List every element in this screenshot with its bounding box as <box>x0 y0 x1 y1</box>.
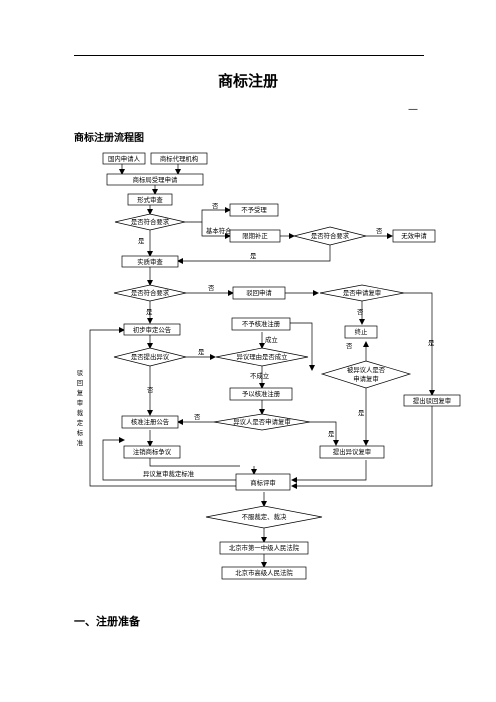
node-deadline-fix <box>229 229 281 243</box>
node-reject-accept <box>229 203 279 217</box>
svg-text:标: 标 <box>77 428 84 437</box>
decision-meets-req-1 <box>114 213 186 231</box>
decision-opp-review <box>213 413 311 431</box>
node-office-accept <box>106 173 204 186</box>
node-terminate <box>344 325 378 339</box>
label-court-1: 北京市第一中级人民法院 <box>229 543 300 552</box>
label-substantive-review: 实质审查 <box>137 257 163 266</box>
node-reject-app <box>232 286 286 300</box>
flowchart-heading: 商标注册流程图 <box>74 133 144 144</box>
label-cancel-dispute: 注销商标争议 <box>133 447 172 456</box>
label-yes-7: 是 <box>328 430 335 438</box>
svg-text:审: 审 <box>77 398 83 407</box>
node-domestic-applicant <box>102 152 146 165</box>
label-meets-req-2: 是否符合要求 <box>311 231 350 240</box>
node-reject-review-req <box>403 394 461 407</box>
label-basic-meets: 基本符合 <box>206 226 232 235</box>
decision-opposition <box>113 347 187 367</box>
node-agency <box>150 152 208 165</box>
label-prelim-announce: 初步审定公告 <box>133 325 172 334</box>
decision-meets-req-2 <box>293 226 367 246</box>
node-invalid-app <box>392 229 436 243</box>
label-opponent-review-2: 申请复审 <box>353 374 379 383</box>
label-yes-3: 是 <box>428 339 435 347</box>
svg-text:定: 定 <box>77 418 84 427</box>
svg-text:准: 准 <box>77 438 84 447</box>
label-invalid-app: 无效申请 <box>401 231 427 240</box>
label-court-2: 北京市高级人民法院 <box>235 568 293 577</box>
node-tm-review <box>235 473 291 491</box>
decision-meets-req-3 <box>113 284 187 302</box>
label-opposition: 是否提出异议 <box>131 352 170 361</box>
decision-disagree-appeal <box>205 505 323 529</box>
label-reject-accept: 不予受理 <box>241 205 267 214</box>
label-opponent-review-1: 被异议人是否 <box>347 365 386 374</box>
label-no-1: 否 <box>212 202 219 210</box>
label-no-7: 否 <box>194 413 201 421</box>
label-opp-review: 异议人是否申请复审 <box>233 417 291 426</box>
node-court-1 <box>219 541 309 555</box>
label-opp-review-req: 提出异议复审 <box>333 447 371 456</box>
label-yes-4: 是 <box>146 308 153 316</box>
label-deadline-fix: 限期补正 <box>242 231 268 240</box>
decision-reason <box>215 347 309 367</box>
svg-text:回: 回 <box>77 379 83 387</box>
label-yes-5: 是 <box>198 348 205 356</box>
node-reg-announce <box>121 415 179 429</box>
header-rule <box>74 55 424 56</box>
flowchart-connectors <box>89 164 435 568</box>
svg-text:复: 复 <box>77 388 84 397</box>
label-no-4: 否 <box>357 308 364 316</box>
decision-opponent-review <box>320 360 412 389</box>
label-no-2: 否 <box>376 227 383 235</box>
node-substantive-review <box>121 255 179 268</box>
label-no-5: 否 <box>346 342 353 350</box>
label-no-3: 否 <box>208 284 215 292</box>
node-cancel-dispute <box>123 445 181 459</box>
label-formal-review: 形式审查 <box>137 195 163 204</box>
reject-review-vertical-label: 驳 回 复 审 裁 定 标 准 <box>77 369 84 447</box>
label-not-established: 不成立 <box>250 371 270 380</box>
label-reason: 异议理由是否成立 <box>236 352 288 361</box>
label-approve-reg: 予以核准注册 <box>242 389 281 398</box>
header-dash: — <box>408 104 418 115</box>
node-court-2 <box>221 566 307 580</box>
label-no-6: 否 <box>147 386 154 394</box>
svg-text:裁: 裁 <box>77 408 84 417</box>
label-established: 成立 <box>265 335 278 344</box>
label-not-approved: 不予核准注册 <box>242 319 281 328</box>
node-opp-review-req <box>319 445 385 459</box>
label-opp-review-standard: 异议复审裁定标准 <box>143 469 195 478</box>
label-reject-app: 驳回申请 <box>246 288 272 297</box>
label-reject-review-req: 提出驳回复审 <box>413 396 451 405</box>
label-domestic-applicant: 国内申请人 <box>108 154 141 163</box>
label-terminate: 终止 <box>355 327 368 336</box>
label-agency: 商标代理机构 <box>160 154 198 163</box>
page-title: 商标注册 <box>217 72 278 90</box>
label-yes-2: 是 <box>250 252 257 260</box>
node-prelim-announce <box>123 323 181 336</box>
section-heading: 一、注册准备 <box>74 615 140 628</box>
label-meets-req-1: 是否符合要求 <box>131 217 170 226</box>
label-apply-review: 是否申请复审 <box>343 288 381 297</box>
label-reg-announce: 核准注册公告 <box>131 417 170 426</box>
svg-text:驳: 驳 <box>77 369 84 377</box>
label-office-accept: 商标局受理申请 <box>133 175 178 184</box>
label-meets-req-3: 是否符合要求 <box>131 288 170 297</box>
node-formal-review <box>127 193 173 206</box>
label-yes-6: 是 <box>358 409 365 417</box>
label-disagree-appeal: 不服裁定、裁决 <box>242 512 287 521</box>
node-not-approved <box>231 317 291 331</box>
label-yes-1: 是 <box>138 237 145 245</box>
label-tm-review: 商标评审 <box>250 478 276 487</box>
node-approve-reg <box>229 387 293 401</box>
decision-apply-review <box>319 284 405 302</box>
